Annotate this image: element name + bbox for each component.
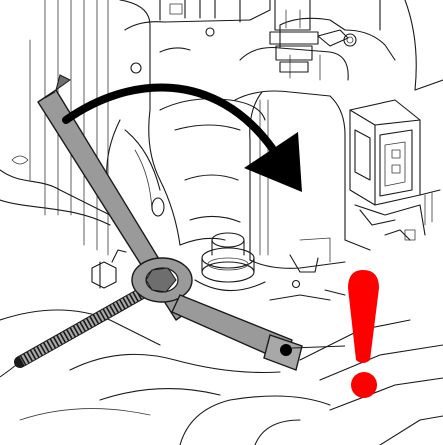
casing-stripes: [0, 0, 111, 256]
warning-exclamation-icon: [348, 270, 379, 398]
wrench-icon: [37, 74, 346, 371]
hose-spring-icon: [0, 277, 166, 378]
rotate-arrow-icon: [62, 83, 302, 192]
valve-fitting: [269, 0, 349, 73]
control-module: [349, 79, 443, 241]
machine-body-top: [119, 0, 417, 111]
pivot-bolt: [91, 249, 127, 289]
pump-housing: [106, 90, 371, 289]
filler-cap: [194, 232, 266, 292]
